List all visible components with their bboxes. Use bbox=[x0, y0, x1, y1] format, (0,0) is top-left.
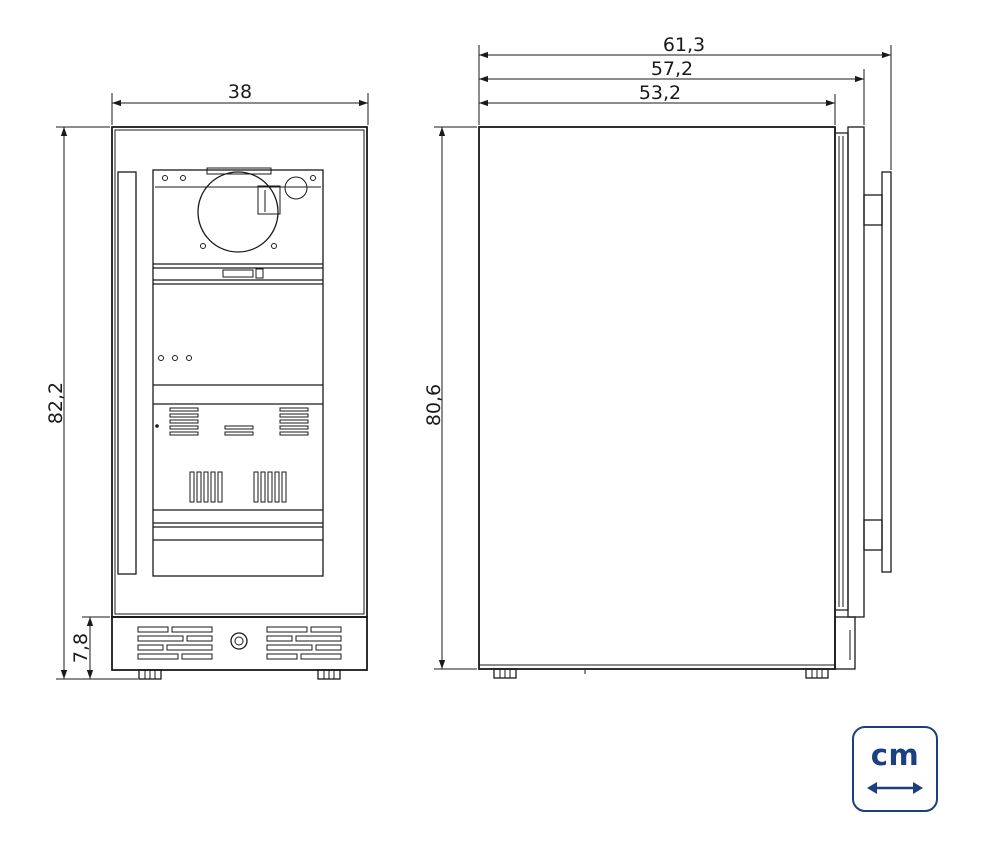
fan-icon bbox=[197, 171, 279, 253]
side-height-dimension bbox=[434, 126, 477, 670]
depth-door-label: 57,2 bbox=[651, 58, 693, 80]
front-view: 38 82,2 7,8 bbox=[45, 81, 369, 680]
depth-dimensions bbox=[478, 45, 892, 170]
front-width-label: 38 bbox=[228, 81, 252, 103]
unit-badge: cm bbox=[852, 726, 938, 812]
front-width-dimension bbox=[111, 93, 369, 125]
depth-body-label: 53,2 bbox=[639, 82, 681, 104]
front-height-dimension bbox=[56, 126, 138, 680]
brand-plate bbox=[222, 269, 254, 278]
front-height-label: 82,2 bbox=[45, 382, 67, 424]
unit-label: cm bbox=[870, 738, 920, 772]
side-base bbox=[479, 664, 835, 679]
light-switch bbox=[255, 268, 264, 279]
side-view: 61,3 57,2 53,2 80,6 bbox=[423, 34, 892, 679]
door-handle bbox=[117, 171, 137, 575]
front-door-frame bbox=[114, 129, 365, 615]
lock-icon bbox=[230, 632, 248, 650]
lower-shelves bbox=[153, 509, 323, 541]
front-cabinet-outline bbox=[111, 126, 368, 618]
middle-compartment bbox=[153, 355, 323, 405]
front-plinth bbox=[111, 616, 368, 680]
glass-window bbox=[152, 169, 324, 577]
side-height-label: 80,6 bbox=[423, 384, 445, 426]
vent-panel bbox=[155, 407, 309, 503]
side-handle bbox=[863, 171, 892, 573]
depth-total-label: 61,3 bbox=[663, 34, 705, 56]
plinth-height-dimension bbox=[82, 616, 110, 679]
double-arrow-icon bbox=[867, 782, 923, 794]
fan-compartment bbox=[155, 167, 321, 253]
side-cabinet-outline bbox=[478, 126, 836, 670]
plinth-height-label: 7,8 bbox=[70, 633, 92, 663]
door-profile bbox=[834, 126, 865, 670]
control-band bbox=[153, 263, 323, 285]
